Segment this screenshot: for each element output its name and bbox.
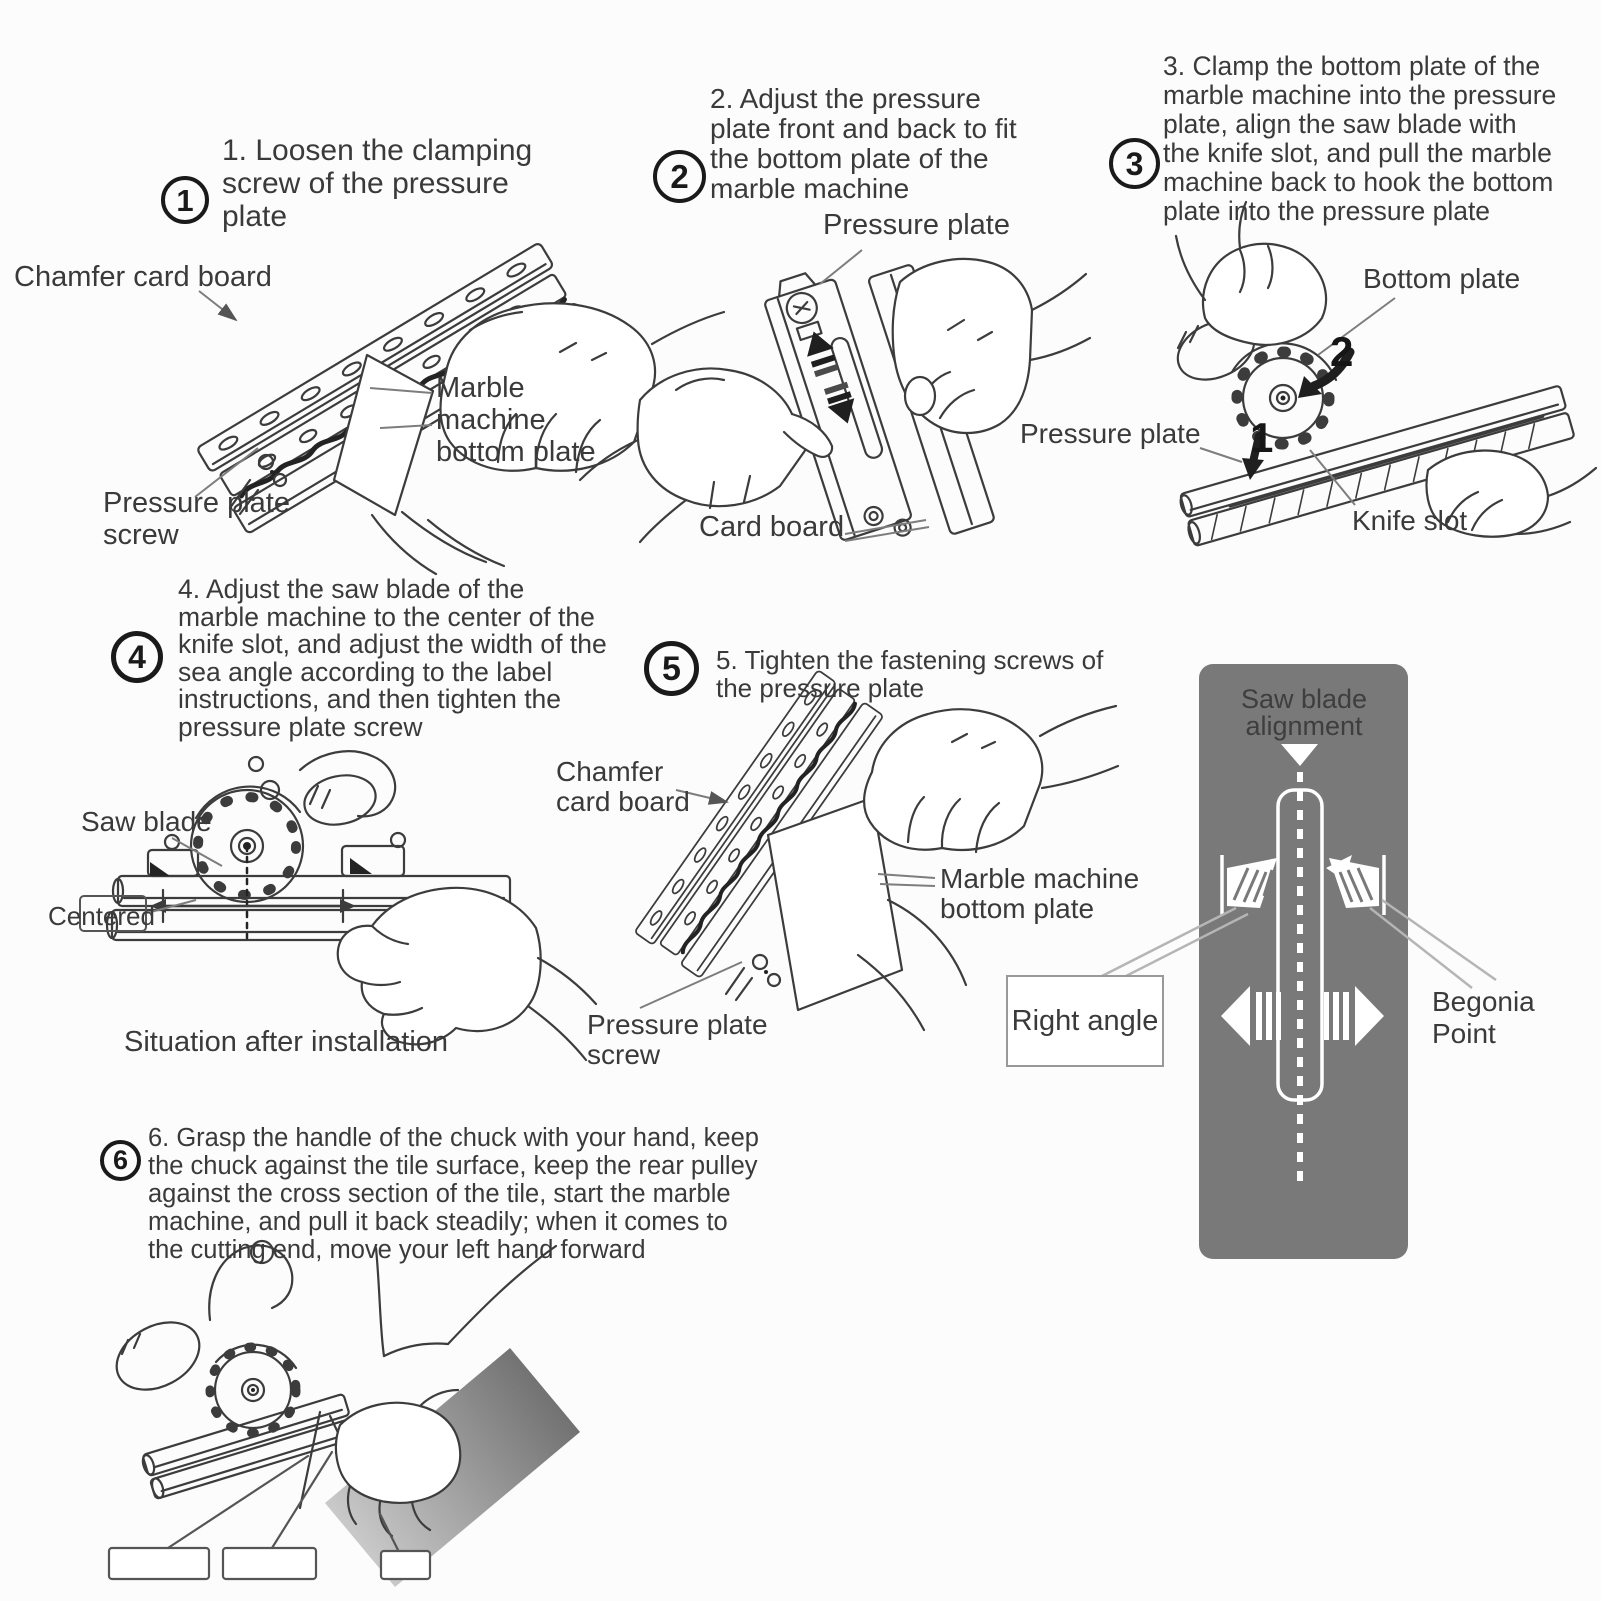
- step1-instruction: 1. Loosen the clamping screw of the pres…: [222, 134, 533, 233]
- label-bottom-plate: Bottom plate: [1363, 263, 1521, 294]
- label-pressure-plate-screw: Pressure plate screw: [103, 487, 290, 551]
- label-right-angle: Right angle: [1011, 1004, 1159, 1037]
- motion-step-2-numeral: 2: [1330, 328, 1354, 375]
- saw-blade-front-sketch: [189, 750, 397, 904]
- alignment-pointer-triangle: [1281, 744, 1318, 766]
- label-chamfer-card-board: Chamfer card board: [14, 261, 272, 293]
- right-hand-sketch: [891, 257, 1092, 434]
- figure-step4-illustration: [105, 750, 598, 1062]
- adjust-direction-arrows: [807, 331, 855, 424]
- slide-arrow-right: [1324, 986, 1384, 1046]
- label-begonia-point: Begonia Point: [1432, 986, 1535, 1049]
- step3-number-badge: 3: [1109, 138, 1160, 189]
- figure-step3-illustration: [1174, 200, 1598, 547]
- centered-callout-box: [79, 895, 147, 932]
- hand-sketch: [863, 704, 1120, 854]
- step4-number-badge: 4: [111, 631, 163, 683]
- motion-step-1-numeral: 1: [1250, 414, 1274, 461]
- step3-instruction: 3. Clamp the bottom plate of the marble …: [1163, 51, 1557, 226]
- step4-instruction: 4. Adjust the saw blade of the marble ma…: [178, 574, 607, 742]
- label-marble-machine-bottom-plate: Marble machine bottom plate: [436, 372, 596, 468]
- pressure-plate-screw-sketch: [724, 953, 782, 1002]
- centering-marks: [150, 844, 356, 940]
- label-chamfer-card-board: Chamfer card board: [556, 756, 690, 817]
- label-leader-lines: [146, 249, 1396, 1009]
- right-angle-marker-left: [1220, 855, 1277, 915]
- label-knife-slot: Knife slot: [1352, 505, 1468, 536]
- marble-machine-bottom-plate-sketch: [332, 353, 506, 576]
- label-marble-machine-bottom-plate: Marble machine bottom plate: [940, 863, 1140, 924]
- pressure-plate-screw-sketch: [228, 453, 288, 516]
- step2-instruction: 2. Adjust the pressure plate front and b…: [710, 83, 1017, 204]
- step5-number-badge: 5: [644, 641, 699, 696]
- step1-number-badge: 1: [161, 176, 209, 224]
- saw-blade-sketch: [1230, 342, 1338, 450]
- knife-slot-outline: [1276, 788, 1324, 1102]
- label-pressure-plate-screw: Pressure plate screw: [587, 1009, 768, 1070]
- motion-arrows: [1242, 347, 1355, 480]
- hand-sketch: [334, 1244, 558, 1538]
- label-pressure-plate: Pressure plate: [823, 209, 1010, 241]
- label-centered: Centered: [48, 901, 155, 931]
- figure-step6-illustration: [107, 1239, 580, 1587]
- clamp-feet-sketch: [146, 831, 407, 878]
- figure-step2-illustration: [578, 257, 1092, 544]
- left-hand-sketch: [578, 367, 834, 544]
- rail-sketch: [1179, 385, 1575, 547]
- top-hand-sketch: [1174, 200, 1328, 346]
- step2-number-badge: 2: [653, 150, 706, 203]
- begonia-point-marker-right: [1326, 855, 1386, 915]
- marble-machine-bottom-plate-sketch: [766, 796, 968, 1032]
- saw-blade-alignment-panel: [1101, 664, 1497, 1259]
- label-saw-blade: Saw blade: [81, 806, 212, 837]
- figure-step5-illustration: [634, 670, 1120, 1032]
- label-pressure-plate: Pressure plate: [1020, 418, 1201, 449]
- right-angle-callout-box: Right angle: [1006, 975, 1164, 1067]
- step6-instruction: 6. Grasp the handle of the chuck with yo…: [148, 1124, 759, 1264]
- slide-arrow-left: [1221, 986, 1281, 1046]
- hand-sketch: [336, 886, 598, 1062]
- step5-instruction: 5. Tighten the fastening screws of the p…: [716, 645, 1104, 703]
- empty-callout-boxes: [107, 1450, 432, 1581]
- step6-number-badge: 6: [100, 1140, 141, 1181]
- panel-leader-lines: [1101, 898, 1497, 989]
- panel-title-saw-blade-alignment: Saw blade alignment: [1240, 684, 1368, 741]
- label-card-board: Card board: [699, 511, 845, 543]
- caption-situation-after-installation: Situation after installation: [124, 1026, 449, 1058]
- marble-machine-sketch: [115, 1239, 363, 1510]
- bottom-hand-sketch: [1425, 449, 1598, 538]
